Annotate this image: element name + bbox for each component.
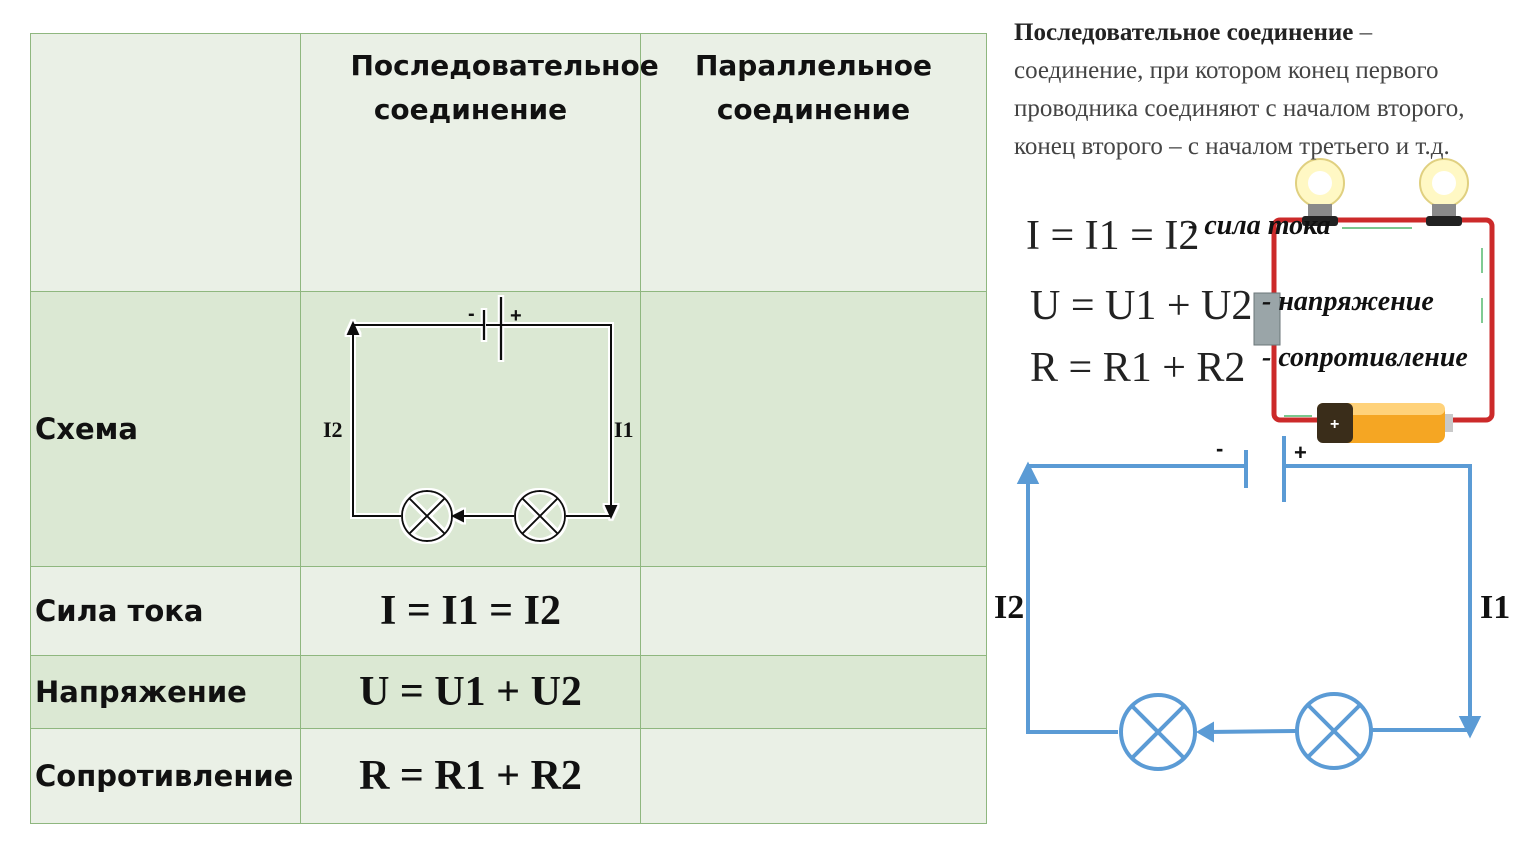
schema-label: Схема — [30, 291, 301, 567]
formula-voltage-expr: U = U1 + U2 — [1030, 283, 1253, 329]
series-voltage-formula: U = U1 + U2 — [300, 655, 641, 729]
formula-voltage-note: - напряжение — [1262, 286, 1434, 317]
definition-text: Последовательное соединение – соединение… — [1014, 14, 1524, 166]
current-i2-label: I2 — [323, 417, 343, 442]
battery-plus-sign: + — [1330, 416, 1339, 433]
wire-right — [486, 324, 612, 512]
big-wire-top-right — [1284, 464, 1472, 722]
wire-left — [352, 332, 401, 517]
battery-minus-label: - — [468, 303, 475, 325]
definition-body: соединение, при котором конец первого пр… — [1014, 57, 1465, 160]
big-arrow-down-icon — [1458, 716, 1482, 739]
formula-resistance-text: R = R1 + R2 — [359, 753, 582, 799]
battery-icon: + — [1317, 403, 1453, 443]
definition-term: Последовательное соединение — [1014, 19, 1354, 46]
header-row: Последовательное соединение Параллельное… — [30, 33, 987, 292]
formula-resistance-note: - сопротивление — [1262, 342, 1468, 373]
resistance-row: Сопротивление R = R1 + R2 — [30, 728, 987, 824]
parallel-voltage-cell — [640, 655, 987, 729]
big-lamp-left-icon — [1119, 693, 1197, 771]
battery-plus-label: + — [510, 305, 522, 327]
arrow-up-icon — [346, 320, 360, 335]
lamp-right-icon — [514, 490, 566, 542]
big-arrow-up-icon — [1016, 461, 1040, 484]
current-row: Сила тока I = I1 = I2 — [30, 566, 987, 656]
parallel-resistance-cell — [640, 728, 987, 824]
lamp-left-icon — [401, 490, 453, 542]
header-parallel: Параллельное соединение — [640, 33, 987, 292]
arrow-left-icon — [450, 509, 464, 523]
voltage-label: Напряжение — [30, 655, 301, 729]
current-label: Сила тока — [30, 566, 301, 656]
formula-voltage: U = U1 + U2 — [1030, 282, 1252, 330]
formula-current-text: I = I1 = I2 — [380, 588, 561, 634]
big-current-i1-label: I1 — [1480, 589, 1510, 626]
series-resistance-formula: R = R1 + R2 — [300, 728, 641, 824]
big-wire-left — [1026, 478, 1118, 734]
series-circuit-diagram: - + I2 I1 — [323, 297, 634, 542]
definition-dash: – — [1353, 19, 1373, 46]
formula-voltage-text: U = U1 + U2 — [359, 669, 582, 715]
parallel-schema-cell — [640, 291, 987, 567]
formula-current-note: - сила тока — [1188, 210, 1331, 241]
big-lamp-right-icon — [1295, 692, 1373, 770]
arrow-down-icon — [604, 505, 618, 520]
formula-current-expr: I = I1 = I2 — [1026, 213, 1200, 259]
bulb-left-icon — [1295, 158, 1345, 226]
big-battery-plus-label: + — [1294, 440, 1307, 465]
header-series: Последовательное соединение — [300, 33, 659, 292]
voltage-row: Напряжение U = U1 + U2 — [30, 655, 987, 729]
circuit-photo: + — [1222, 148, 1533, 448]
formula-resistance: R = R1 + R2 — [1030, 344, 1245, 392]
current-i1-label: I1 — [614, 417, 634, 442]
big-current-i2-label: I2 — [994, 589, 1024, 626]
big-battery-minus-label: - — [1216, 436, 1223, 461]
bulb-right-icon — [1419, 158, 1469, 226]
header-series-text: Последовательное соединение — [350, 49, 659, 126]
schema-row: Схема — [30, 291, 987, 567]
formula-resistance-expr: R = R1 + R2 — [1030, 345, 1246, 391]
series-current-formula: I = I1 = I2 — [300, 566, 641, 656]
switch-icon — [1253, 292, 1281, 346]
header-parallel-text: Параллельное соединение — [694, 49, 933, 126]
formula-current: I = I1 = I2 — [1026, 212, 1199, 260]
header-cell-empty — [30, 33, 301, 292]
comparison-table: Последовательное соединение Параллельное… — [30, 33, 987, 824]
series-schema-cell: - + I2 I1 — [300, 291, 641, 567]
big-wire-bottom-middle — [1207, 729, 1297, 734]
parallel-current-cell — [640, 566, 987, 656]
big-arrow-left-icon — [1196, 721, 1214, 743]
large-series-circuit: - + I2 I1 — [994, 436, 1510, 771]
resistance-label: Сопротивление — [30, 728, 301, 824]
